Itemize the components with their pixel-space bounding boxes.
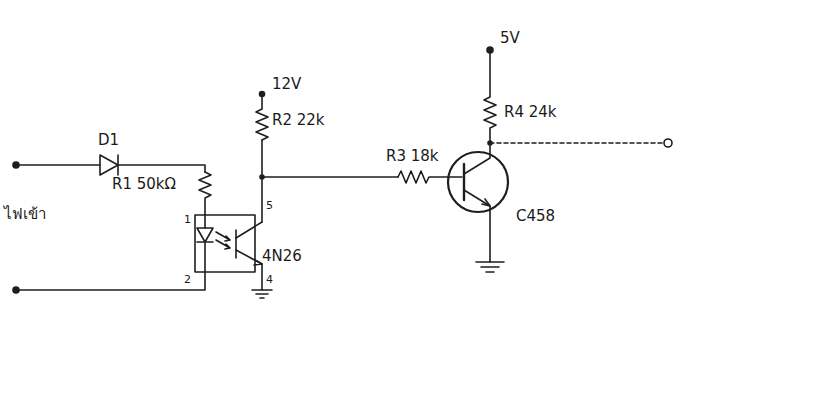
wire [16, 272, 205, 290]
light-arrow [216, 232, 230, 241]
resistor-symbol [199, 172, 211, 215]
pin-number: 5 [266, 200, 273, 212]
transistor-symbol [463, 164, 465, 200]
pin-number: 1 [184, 214, 191, 226]
light-arrow [216, 240, 230, 249]
resistor-label: R2 22k [272, 112, 325, 129]
wire [204, 215, 206, 228]
transistor-symbol [448, 152, 508, 212]
resistor-label: R4 24k [504, 104, 557, 121]
part-label: C458 [516, 208, 555, 225]
optocoupler-body [195, 215, 255, 272]
transistor-symbol [482, 199, 490, 206]
voltage-label: 12V [272, 76, 301, 93]
supply-terminal [260, 92, 265, 97]
resistor-symbol [484, 52, 496, 143]
diode-symbol [100, 155, 118, 175]
ground-symbol [252, 290, 272, 298]
voltage-label: 5V [500, 30, 520, 47]
resistor-symbol [398, 171, 462, 183]
ground-symbol [476, 262, 504, 272]
phototransistor-symbol [236, 222, 262, 264]
phototransistor-symbol [254, 260, 262, 265]
resistor-label: R1 50kΩ [112, 176, 176, 193]
wire [118, 165, 205, 172]
part-label: 4N26 [262, 248, 302, 265]
output-terminal [664, 139, 672, 147]
resistor-symbol [256, 96, 268, 140]
wire [204, 242, 206, 272]
led-symbol [197, 228, 213, 242]
output-wire [490, 142, 664, 144]
input-label: ไฟเข้า [4, 206, 46, 223]
pin-number: 2 [184, 274, 191, 286]
supply-terminal [487, 47, 493, 53]
wire [262, 176, 398, 178]
phototransistor-symbol [235, 230, 237, 258]
wire [16, 164, 100, 166]
wire [261, 140, 263, 222]
pin-number: 4 [266, 274, 273, 286]
resistor-label: R3 18k [386, 148, 439, 165]
transistor-symbol [464, 143, 490, 262]
part-label: D1 [98, 132, 119, 149]
wire [261, 264, 263, 290]
